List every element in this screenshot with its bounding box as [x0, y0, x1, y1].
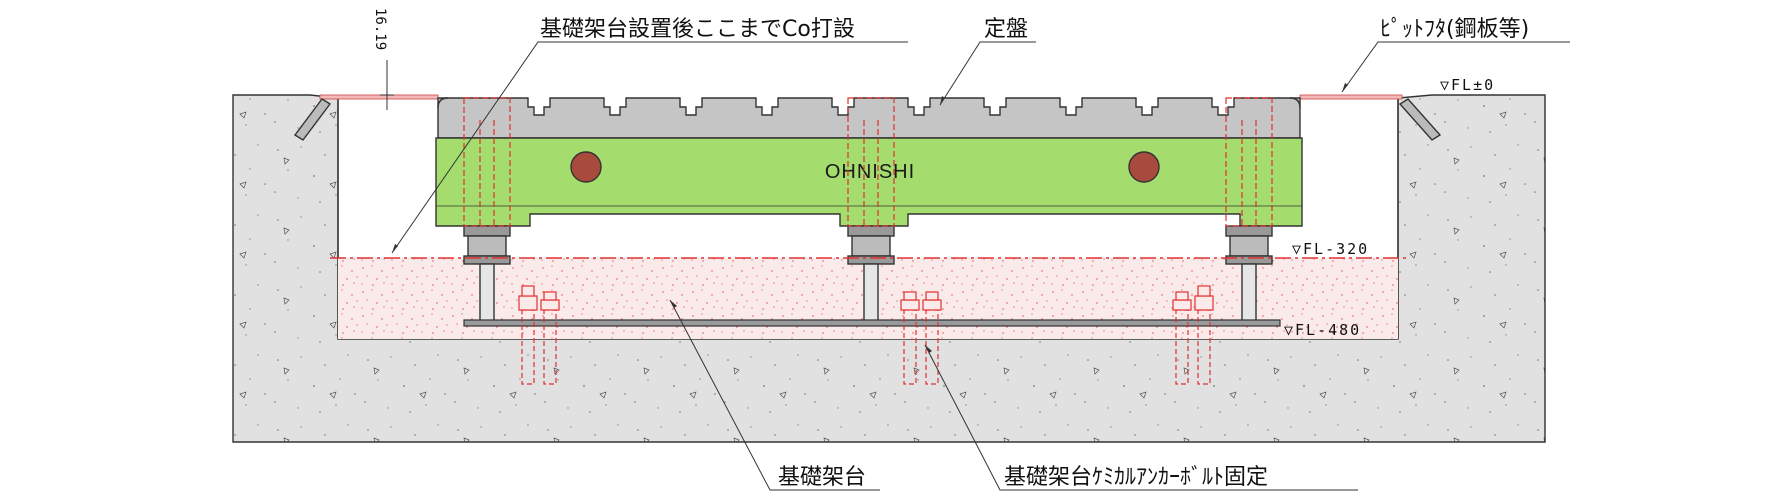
lifting-roller-left	[570, 151, 602, 183]
leveling-foot-right	[1225, 225, 1273, 323]
brand-label: OHNISHI	[825, 161, 915, 183]
label-anchor-bolt: 基礎架台ｹﾐｶﾙｱﾝｶｰﾎﾞﾙﾄ固定	[1004, 465, 1268, 490]
lifting-roller-right	[1128, 151, 1160, 183]
cover-angle-right	[1398, 98, 1442, 141]
level-fl480: ▽FL-480	[1284, 321, 1361, 339]
dimension-marker: 16.19	[372, 8, 394, 110]
hidden-lines	[463, 97, 1273, 227]
level-fl320: ▽FL-320	[1292, 240, 1369, 258]
label-surface-plate: 定盤	[984, 17, 1028, 42]
anchor-bolts	[521, 309, 1211, 385]
surface-plate-body	[435, 137, 1303, 227]
leader-arrowheads	[392, 83, 1348, 353]
surface-plate-top	[437, 97, 1301, 139]
cover-angle-left	[293, 98, 332, 141]
anchor-nuts	[518, 285, 1214, 311]
leveling-foot-center	[847, 225, 895, 323]
leveling-foot-left	[463, 225, 511, 323]
label-concrete-placement: 基礎架台設置後ここまでCo打設	[540, 17, 855, 42]
level-fl0: ▽FL±0	[1440, 76, 1495, 94]
pit-cover-right	[1299, 94, 1403, 100]
pit-cover-left	[319, 94, 439, 100]
label-pit-cover: ﾋﾟｯﾄﾌﾀ(鋼板等)	[1380, 17, 1529, 42]
leader-lines	[391, 41, 1570, 491]
dimension-value: 16.19	[372, 8, 388, 50]
label-foundation-frame: 基礎架台	[778, 465, 866, 490]
foundation-frame-plate	[463, 319, 1281, 327]
